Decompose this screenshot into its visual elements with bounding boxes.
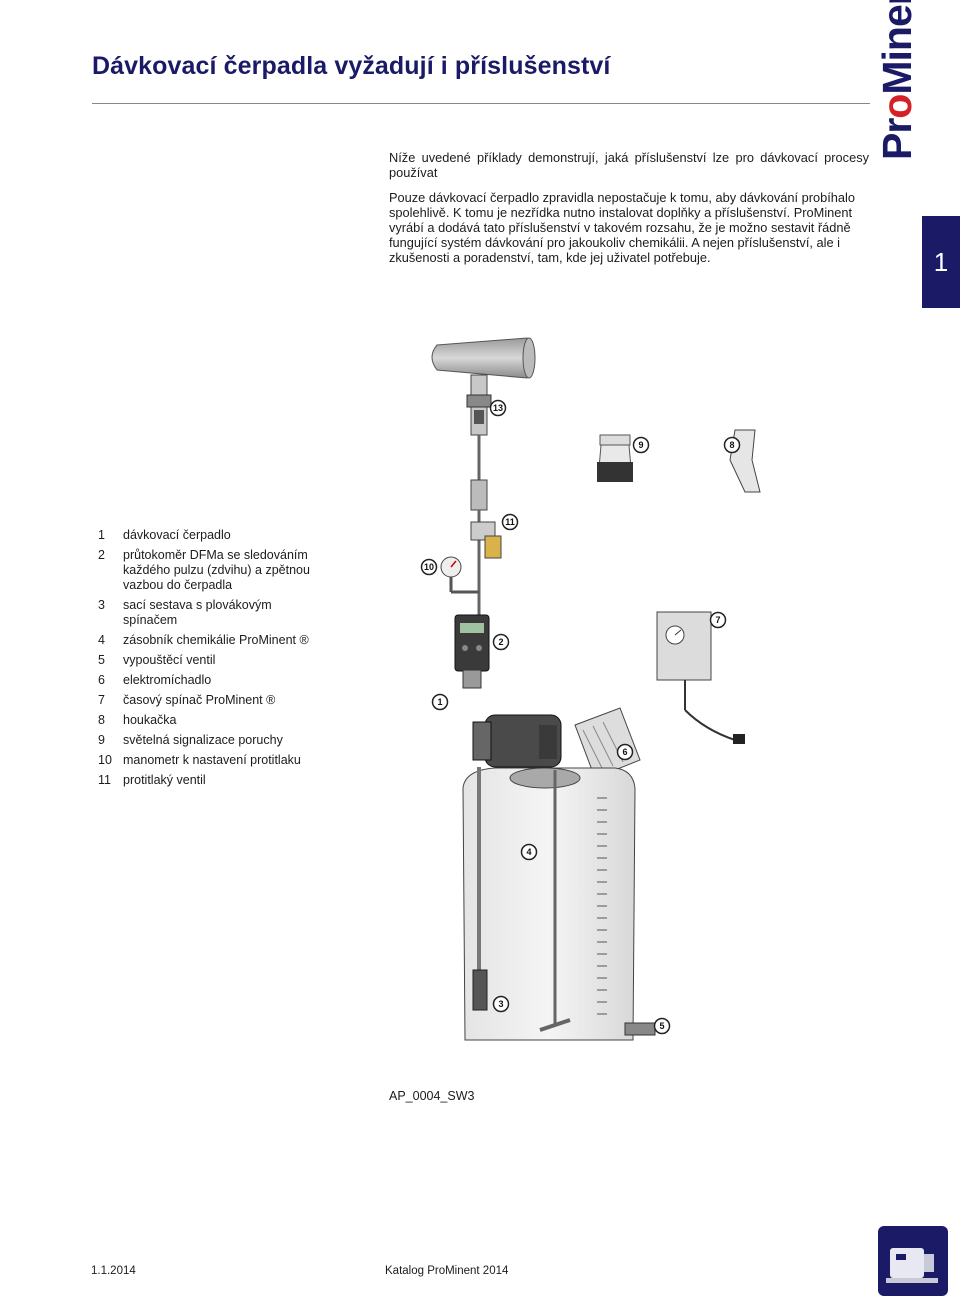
title-divider (92, 103, 870, 104)
legend-text: protitlaký ventil (123, 773, 206, 787)
legend-item: 7 časový spínač ProMinent ® (98, 693, 318, 708)
callout-1 (431, 693, 449, 711)
legend-item: 6 elektromíchadlo (98, 673, 318, 688)
callout-8 (723, 436, 741, 454)
legend-number: 4 (98, 633, 105, 647)
callout-label: 2 (498, 637, 503, 647)
legend-item: 2 průtokoměr DFMa se sledováním každého p… (98, 548, 318, 593)
callout-5 (653, 1017, 671, 1035)
legend-number: 1 (98, 528, 105, 542)
intro-paragraph-2: Pouze dávkovací čerpadlo zpravidla nepos… (389, 190, 855, 265)
injection-valve (466, 374, 492, 436)
warning-light (597, 434, 633, 482)
pump-product-icon (878, 1226, 948, 1296)
legend-text: elektromíchadlo (123, 673, 212, 687)
legend-text: zásobník chemikálie ProMinent ® (123, 633, 309, 647)
legend-number: 10 (98, 753, 112, 767)
legend-number: 8 (98, 713, 105, 727)
legend-number: 6 (98, 673, 105, 687)
callout-label: 1 (437, 697, 442, 707)
legend-item: 3 sací sestava s plovákovým spínačem (98, 598, 318, 628)
footer-catalog: Katalog ProMinent 2014 (385, 1265, 509, 1277)
legend-number: 9 (98, 733, 105, 747)
callout-label: 5 (659, 1021, 664, 1031)
callout-2 (492, 633, 510, 651)
legend-item: 10 manometr k nastavení protitlaku (98, 753, 318, 768)
legend-text: průtokoměr DFMa se sledováním každého pu… (123, 548, 310, 592)
electric-mixer (574, 707, 641, 779)
legend-number: 11 (98, 773, 111, 787)
backpressure-valve (470, 521, 502, 559)
legend-text: vypouštěcí ventil (123, 653, 216, 667)
callout-9 (632, 436, 650, 454)
callout-7 (709, 611, 727, 629)
legend-text: dávkovací čerpadlo (123, 528, 231, 542)
legend-number: 3 (98, 598, 105, 612)
callout-label: 3 (498, 999, 503, 1009)
callout-label: 11 (505, 517, 515, 527)
intro-paragraph-1: Níže uvedené příklady demonstrují, jaká … (389, 150, 869, 180)
callout-3 (492, 995, 510, 1013)
manometer (440, 556, 479, 594)
legend-text: světelná signalizace poruchy (123, 733, 283, 747)
page-title: Dávkovací čerpadla vyžadují i příslušens… (92, 52, 611, 80)
chemical-tank (462, 767, 636, 1041)
timer-switch (656, 611, 745, 744)
flow-meter (454, 614, 490, 689)
chapter-tab: 1 (922, 216, 960, 308)
legend-number: 7 (98, 693, 105, 707)
main-pipe (431, 337, 536, 379)
callout-label: 4 (526, 847, 531, 857)
callout-4 (520, 843, 538, 861)
legend-text: houkačka (123, 713, 177, 727)
legend-number: 2 (98, 548, 105, 562)
callout-11 (501, 513, 519, 531)
legend-item: 8 houkačka (98, 713, 318, 728)
prominent-logo: ProMinent® (874, 0, 920, 160)
diagram-caption: AP_0004_SW3 (389, 1089, 475, 1103)
drain-valve (624, 1022, 656, 1036)
legend-item: 5 vypouštěcí ventil (98, 653, 318, 668)
legend-item: 11 protitlaký ventil (98, 773, 318, 788)
legend-item: 9 světelná signalizace poruchy (98, 733, 318, 748)
legend-text: sací sestava s plovákovým spínačem (123, 598, 272, 627)
legend-item: 1 dávkovací čerpadlo (98, 528, 318, 543)
line-fitting (470, 479, 488, 511)
callout-13 (489, 399, 507, 417)
callout-10 (420, 558, 438, 576)
dosing-system-diagram: 1 2 3 4 5 6 7 8 9 10 11 13 (420, 337, 761, 1041)
legend-text: manometr k nastavení protitlaku (123, 753, 301, 767)
legend-number: 5 (98, 653, 105, 667)
callout-label: 10 (424, 562, 434, 572)
callout-label: 9 (638, 440, 643, 450)
legend-text: časový spínač ProMinent ® (123, 693, 276, 707)
callout-label: 13 (493, 403, 503, 413)
intro-text: Níže uvedené příklady demonstrují, jaká … (389, 150, 869, 265)
component-legend: 1 dávkovací čerpadlo 2 průtokoměr DFMa se s… (98, 528, 318, 793)
legend-item: 4 zásobník chemikálie ProMinent ® (98, 633, 318, 648)
callout-6 (616, 743, 634, 761)
dosing-pump (472, 714, 562, 768)
callout-label: 6 (622, 747, 627, 757)
callout-label: 8 (729, 440, 734, 450)
footer-date: 1.1.2014 (91, 1265, 136, 1277)
suction-lance (472, 767, 488, 1011)
callout-label: 7 (715, 615, 720, 625)
